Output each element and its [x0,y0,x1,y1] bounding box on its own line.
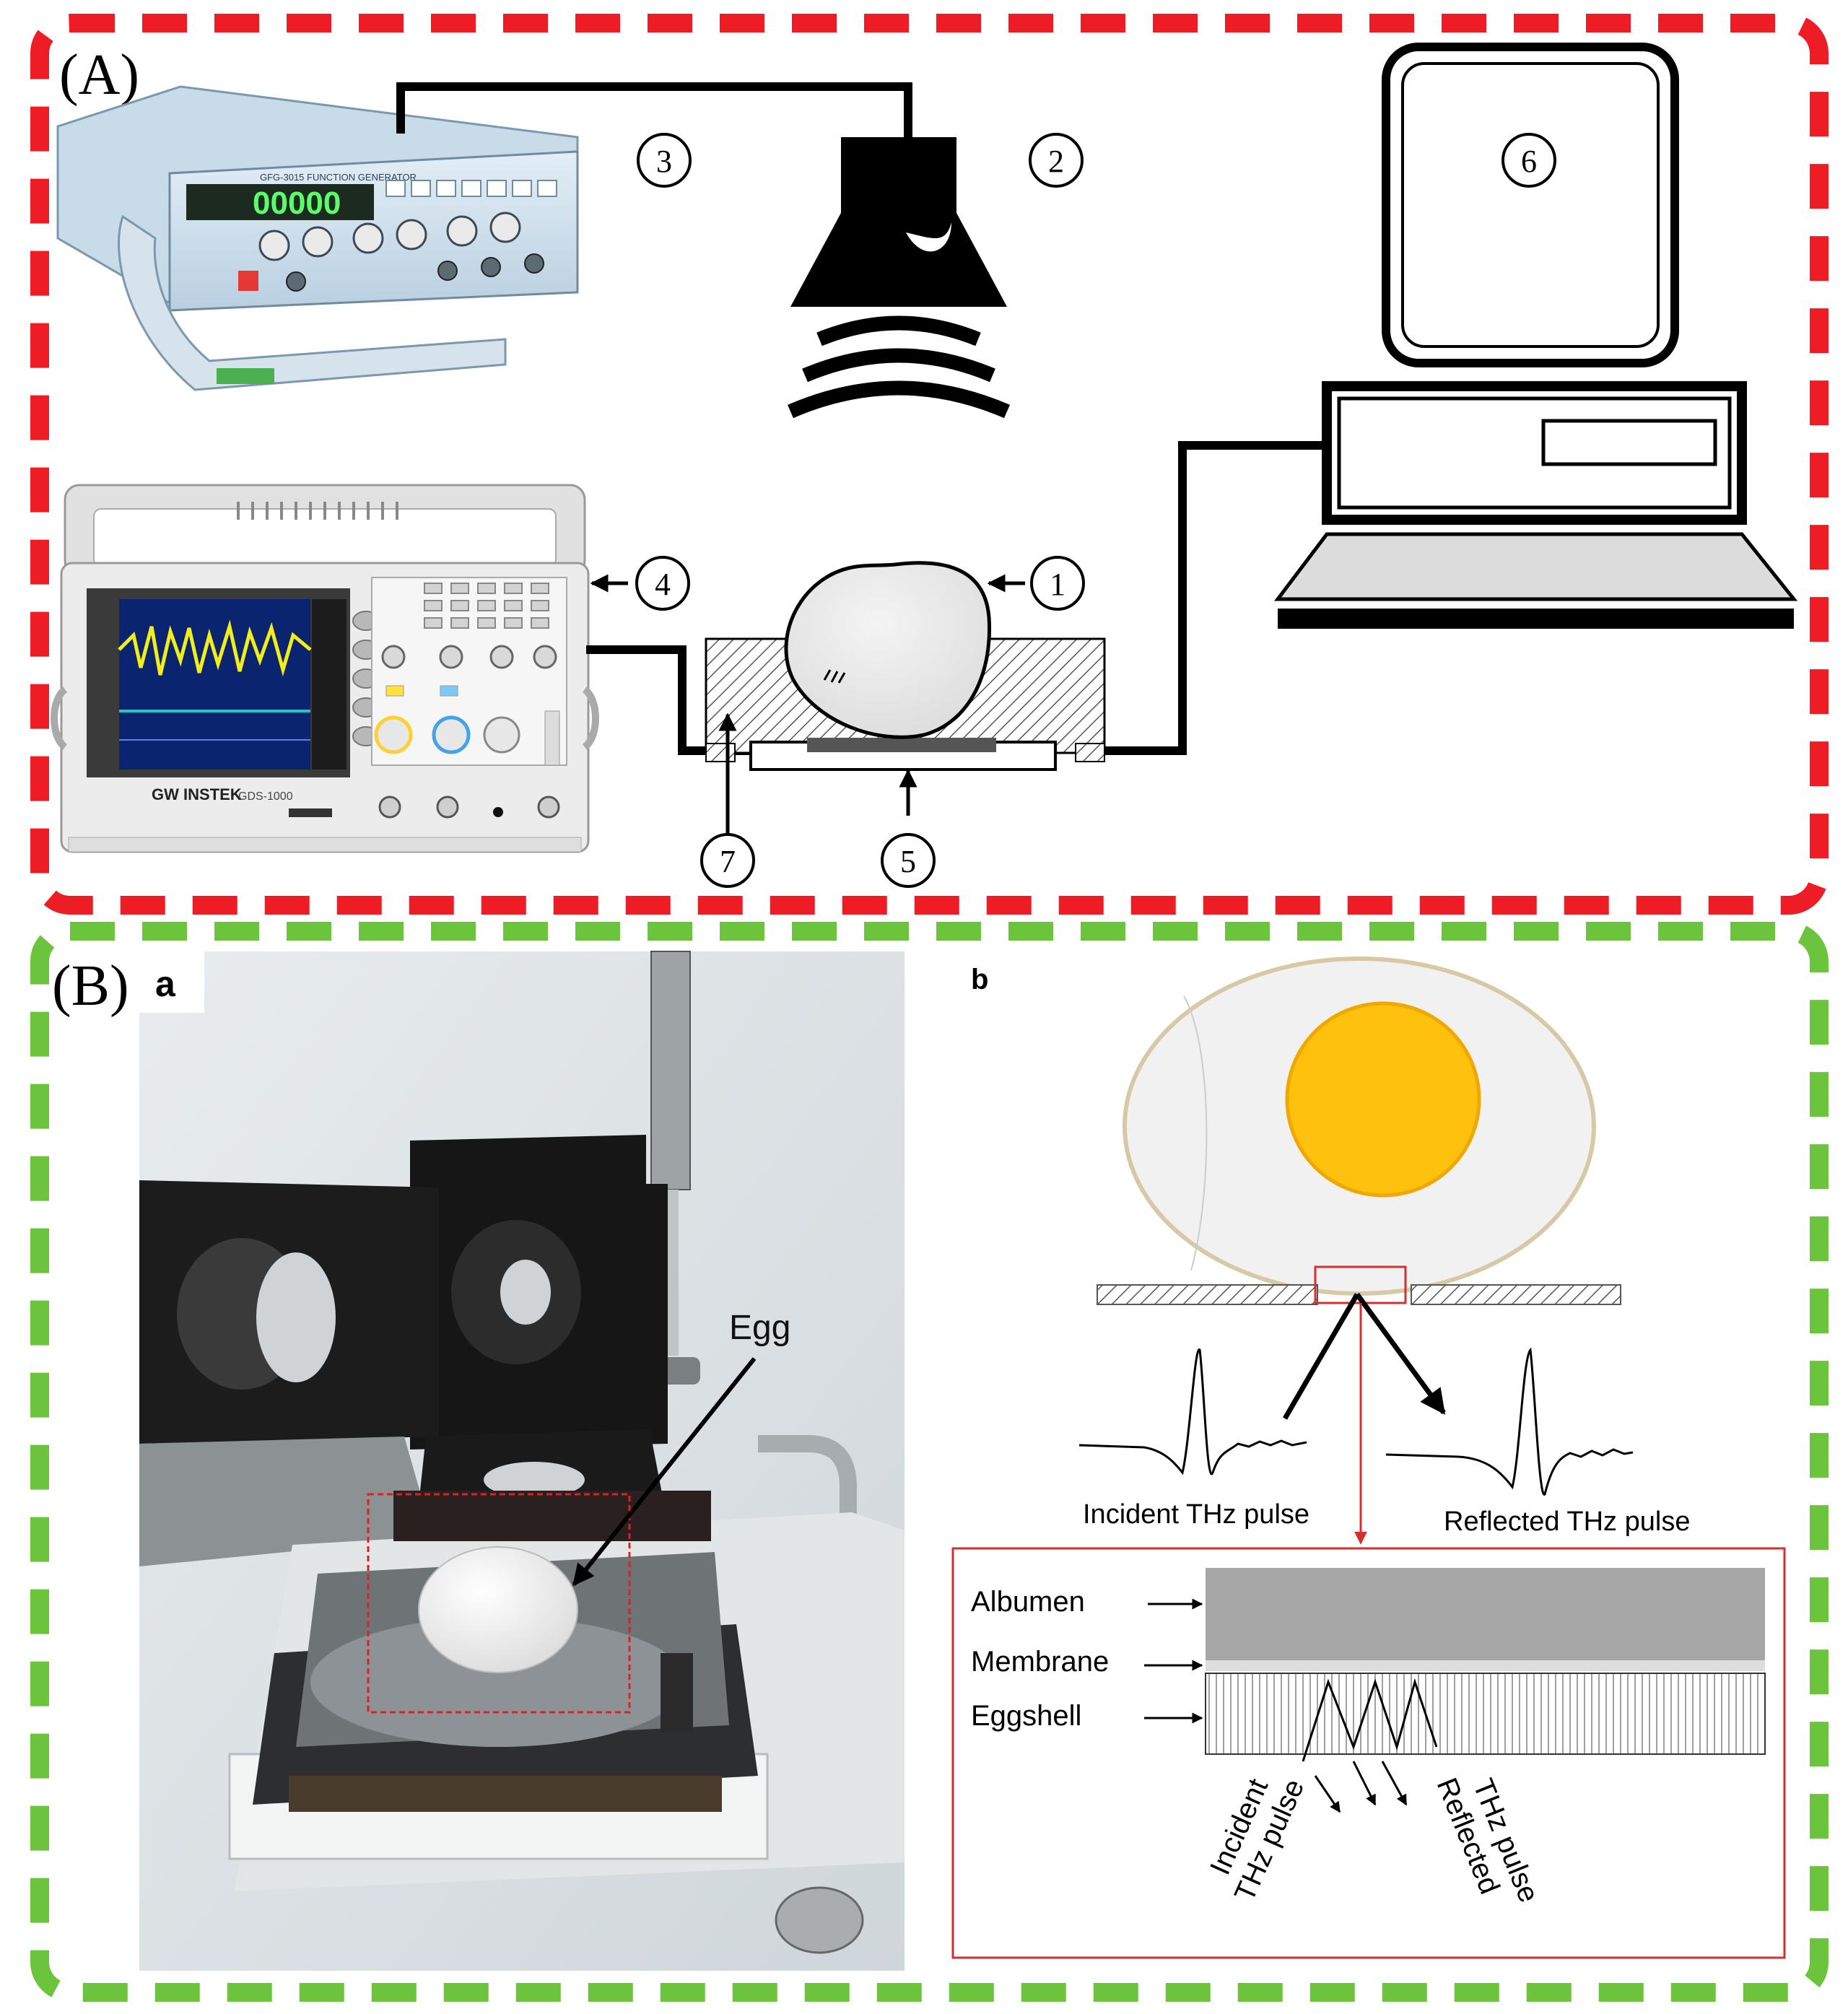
function-generator-icon: 00000 GFG-3015 FUNCTION GENERATOR [56,85,579,391]
photo-egg [418,1546,578,1673]
svg-text:1: 1 [1050,567,1065,602]
inset-zigzag-beam [1302,1678,1438,1813]
marker-7: 7 [700,833,755,888]
leader-arrows [590,574,1025,834]
ultrasound-speaker-icon [788,137,1010,419]
panel-a-frame [30,14,1829,915]
layer-label-membrane: Membrane [971,1646,1109,1678]
photo-egg-label: Egg [729,1309,790,1347]
layer-label-albumen: Albumen [971,1586,1085,1618]
svg-text:5: 5 [900,844,916,879]
oscilloscope-icon: GW INSTEK GDS-1000 [51,484,599,853]
layer-label-eggshell: Eggshell [971,1700,1081,1732]
svg-text:6: 6 [1521,144,1537,179]
incident-pulse-label: Incident THz pulse [1083,1499,1309,1530]
oscilloscope-brand: GW INSTEK [152,785,242,803]
photo-highlight-box [367,1493,631,1714]
marker-5: 5 [881,833,936,888]
marker-2: 2 [1029,133,1084,188]
schematic-sublabel: b [971,964,988,995]
cable-generator-speaker [396,82,912,141]
schematic-panel: b Incident THz pulse Reflected THz pulse… [951,956,1786,1959]
svg-text:2: 2 [1048,144,1064,179]
reflected-pulse-label: Reflected THz pulse [1444,1507,1690,1537]
membrane-layer [1206,1660,1765,1671]
svg-text:4: 4 [655,567,671,602]
marker-3: 3 [637,133,692,188]
incident-pulse-waveform [1078,1348,1307,1475]
photo-panel: a [139,951,905,1971]
reflected-pulse-waveform [1385,1347,1634,1496]
sensor-plate [807,738,996,752]
cable-computer-sensor [1083,441,1327,755]
panel-a-label: (A) [59,43,139,107]
function-generator-model: GFG-3015 FUNCTION GENERATOR [260,172,417,183]
marker-1: 1 [1030,556,1085,611]
marker-4: 4 [635,556,690,611]
oscilloscope-model: GDS-1000 [238,790,293,803]
svg-text:3: 3 [656,144,672,179]
panel-b-label: (B) [52,954,129,1018]
photo-sublabel: a [155,964,176,1004]
marker-6: 6 [1502,133,1556,188]
albumen-layer [1206,1568,1765,1660]
panel-b-frame [30,922,1829,2002]
computer-icon [1273,43,1798,629]
function-generator-display: 00000 [253,186,341,221]
svg-text:7: 7 [720,844,736,879]
egg-icon [784,561,992,739]
diagram-yolk [1285,1001,1481,1198]
panel-a: (A) 00000 GFG-3015 FUNCTION GENERATOR [30,14,1829,915]
panel-b: (B) a [30,922,1829,2002]
eggshell-layer [1205,1673,1766,1755]
